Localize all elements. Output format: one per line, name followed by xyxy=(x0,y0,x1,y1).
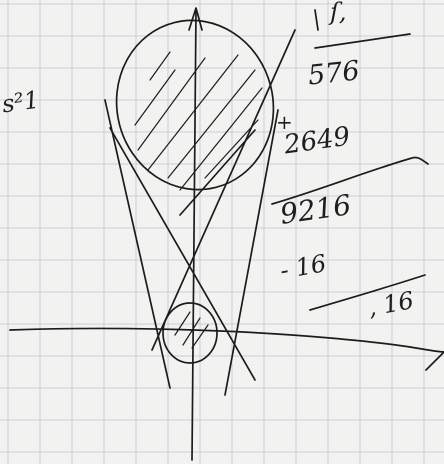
top-stroke xyxy=(314,9,319,31)
rule-under-top xyxy=(314,33,411,49)
horizontal-axis xyxy=(9,327,444,353)
small-circle xyxy=(162,302,218,364)
tangent-line-3 xyxy=(151,29,296,351)
small-circle-hatching xyxy=(174,311,209,349)
note-comma-16: , 16 xyxy=(365,286,416,322)
tangent-line-4 xyxy=(224,109,279,396)
horizontal-axis-arrow-stroke xyxy=(425,351,444,371)
note-minus-16: - 16 xyxy=(277,249,329,285)
note-left-fragment: s²1 xyxy=(0,85,41,119)
vertical-axis xyxy=(191,9,197,461)
tangent-line-1 xyxy=(109,127,256,381)
note-plus: + xyxy=(276,110,293,134)
tangent-line-5 xyxy=(179,129,256,216)
note-576: 576 xyxy=(306,55,362,92)
rule-under-2649 xyxy=(271,156,429,205)
note-top-fragment: ſ, xyxy=(330,0,347,26)
tangent-line-2 xyxy=(104,99,171,389)
vertical-axis-arrow xyxy=(188,7,203,31)
large-circle-hatching xyxy=(134,51,263,191)
rule-under-16 xyxy=(309,274,426,311)
